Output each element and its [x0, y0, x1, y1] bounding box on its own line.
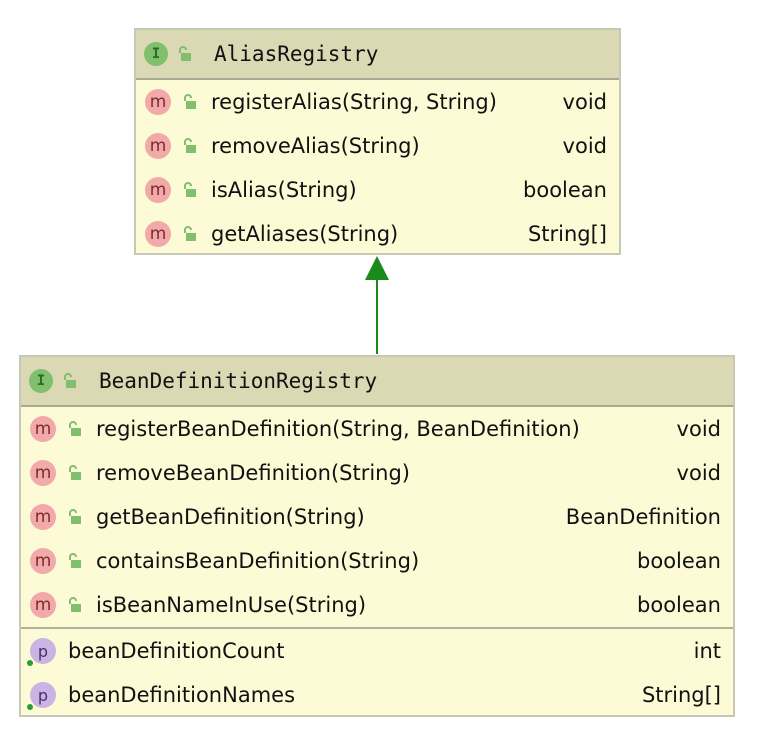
- method-name: isAlias(String): [211, 178, 357, 202]
- method-icon: m: [30, 416, 56, 442]
- unlock-icon: [184, 226, 196, 241]
- unlock-icon: [69, 597, 81, 612]
- method-row[interactable]: m getAliases(String) String[]: [136, 212, 619, 256]
- method-row[interactable]: m getBeanDefinition(String) BeanDefiniti…: [21, 495, 733, 539]
- unlock-icon: [184, 138, 196, 153]
- property-name: beanDefinitionCount: [68, 639, 285, 663]
- method-name: registerAlias(String, String): [211, 90, 497, 114]
- method-name: containsBeanDefinition(String): [96, 549, 420, 573]
- method-row[interactable]: m registerBeanDefinition(String, BeanDef…: [21, 407, 733, 451]
- unlock-icon: [69, 465, 81, 480]
- property-icon: p: [27, 682, 56, 710]
- method-icon: m: [30, 592, 56, 618]
- interface-icon: I: [144, 42, 168, 66]
- property-name: beanDefinitionNames: [68, 683, 296, 707]
- unlock-icon: [64, 373, 76, 388]
- method-return-type: boolean: [637, 593, 721, 617]
- unlock-icon: [179, 46, 191, 61]
- method-row[interactable]: m registerAlias(String, String) void: [136, 80, 619, 124]
- method-name: removeBeanDefinition(String): [96, 461, 410, 485]
- method-name: getBeanDefinition(String): [96, 505, 365, 529]
- property-type: String[]: [641, 683, 721, 707]
- property-row[interactable]: p beanDefinitionNames String[]: [21, 673, 733, 717]
- method-icon: m: [30, 460, 56, 486]
- method-icon: m: [145, 177, 171, 203]
- method-return-type: void: [676, 417, 721, 441]
- method-name: registerBeanDefinition(String, BeanDefin…: [96, 417, 580, 441]
- method-icon: m: [145, 133, 171, 159]
- method-row[interactable]: m isAlias(String) boolean: [136, 168, 619, 212]
- unlock-icon: [184, 94, 196, 109]
- method-return-type: BeanDefinition: [565, 505, 721, 529]
- alias-registry-title: AliasRegistry: [214, 42, 379, 66]
- method-return-type: void: [676, 461, 721, 485]
- unlock-icon: [69, 509, 81, 524]
- method-row[interactable]: m removeBeanDefinition(String) void: [21, 451, 733, 495]
- method-row[interactable]: m removeAlias(String) void: [136, 124, 619, 168]
- property-row[interactable]: p beanDefinitionCount int: [21, 629, 733, 673]
- bean-definition-registry-header: I BeanDefinitionRegistry: [21, 357, 733, 407]
- bean-definition-registry-box[interactable]: I BeanDefinitionRegistry m registerBeanD…: [19, 355, 735, 717]
- method-icon: m: [30, 504, 56, 530]
- property-type: int: [693, 639, 721, 663]
- method-row[interactable]: m isBeanNameInUse(String) boolean: [21, 583, 733, 627]
- section-divider: [21, 627, 733, 629]
- method-name: getAliases(String): [211, 222, 399, 246]
- method-name: removeAlias(String): [211, 134, 420, 158]
- method-return-type: void: [562, 90, 607, 114]
- method-icon: m: [145, 221, 171, 247]
- method-name: isBeanNameInUse(String): [96, 593, 367, 617]
- interface-icon: I: [29, 369, 53, 393]
- method-return-type: String[]: [527, 222, 607, 246]
- method-return-type: boolean: [523, 178, 607, 202]
- unlock-icon: [69, 553, 81, 568]
- alias-registry-header: I AliasRegistry: [136, 30, 619, 80]
- property-icon: p: [27, 638, 56, 666]
- method-icon: m: [30, 548, 56, 574]
- inheritance-arrow-head-icon: [365, 256, 389, 280]
- method-return-type: boolean: [637, 549, 721, 573]
- method-return-type: void: [562, 134, 607, 158]
- alias-registry-box[interactable]: I AliasRegistry m registerAlias(String, …: [134, 28, 621, 255]
- method-row[interactable]: m containsBeanDefinition(String) boolean: [21, 539, 733, 583]
- unlock-icon: [184, 182, 196, 197]
- method-icon: m: [145, 89, 171, 115]
- bean-definition-registry-title: BeanDefinitionRegistry: [99, 369, 378, 393]
- unlock-icon: [69, 421, 81, 436]
